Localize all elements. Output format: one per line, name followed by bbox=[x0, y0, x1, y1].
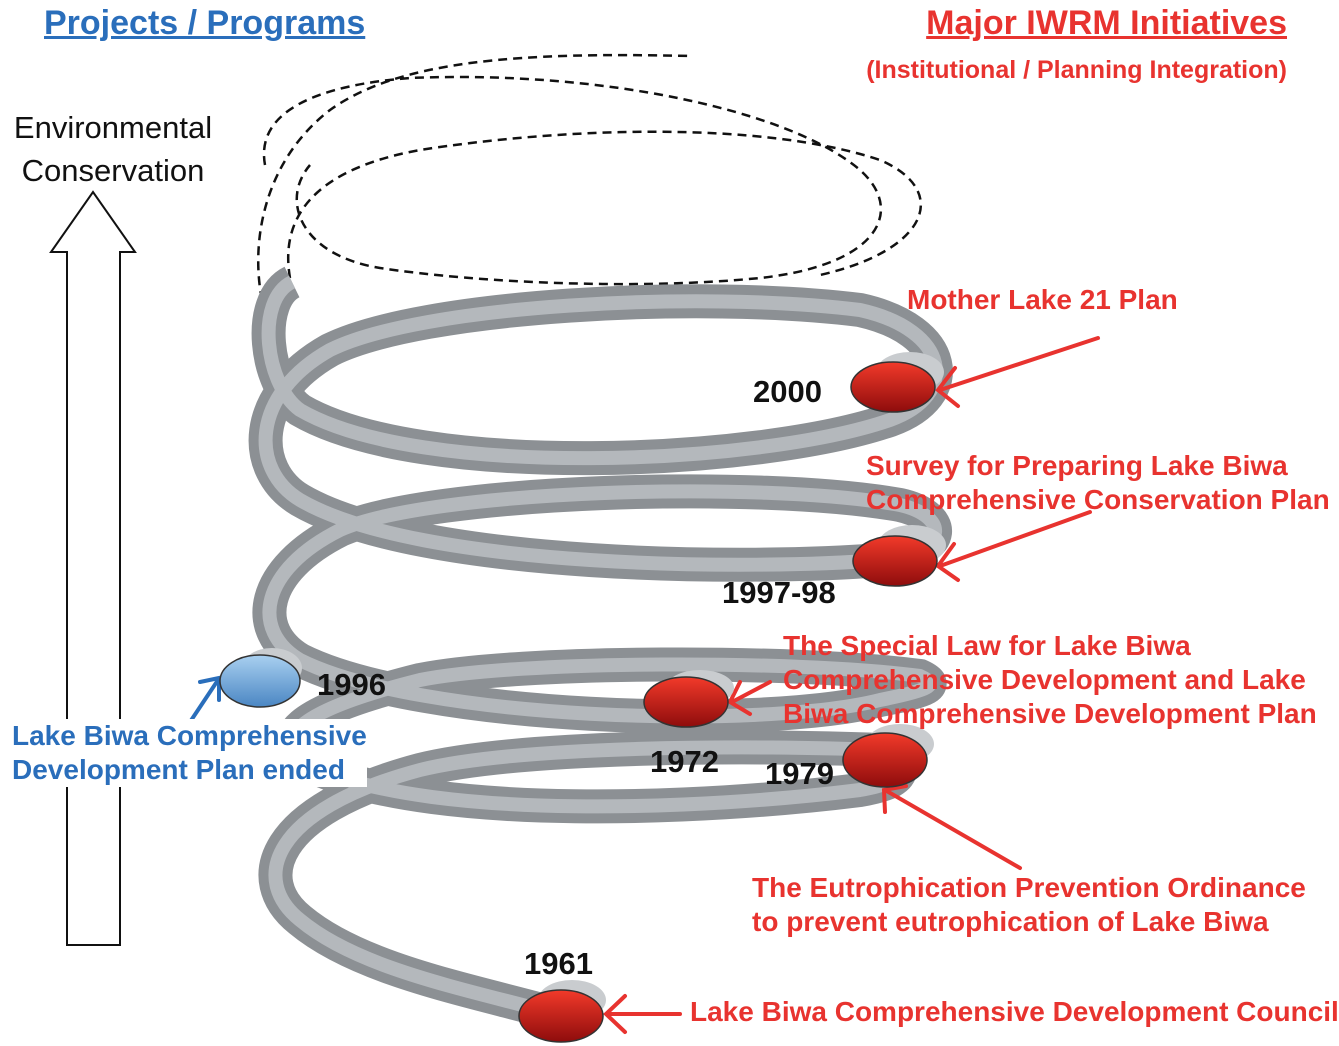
iwrm-header: Major IWRM Initiatives bbox=[926, 4, 1287, 42]
event-1972-line3: Biwa Comprehensive Development Plan bbox=[783, 698, 1317, 729]
year-1972: 1972 bbox=[650, 744, 719, 779]
projects-header: Projects / Programs bbox=[44, 4, 366, 42]
event-1997-98-line2: Comprehensive Conservation Plan bbox=[866, 484, 1330, 515]
arrow-1997-98 bbox=[935, 510, 1092, 582]
node-1961 bbox=[518, 989, 604, 1043]
event-1996-line2: Development Plan ended bbox=[12, 754, 345, 785]
node-2000 bbox=[850, 361, 936, 413]
event-1972: The Special Law for Lake Biwa Comprehens… bbox=[783, 629, 1317, 731]
axis-label-line2: Conservation bbox=[21, 153, 205, 188]
iwrm-subheader: (Institutional / Planning Integration) bbox=[866, 56, 1287, 84]
event-1979-line1: The Eutrophication Prevention Ordinance bbox=[752, 872, 1306, 903]
year-1996: 1996 bbox=[317, 667, 386, 702]
event-1972-line1: The Special Law for Lake Biwa bbox=[783, 630, 1191, 661]
event-1997-98-line1: Survey for Preparing Lake Biwa bbox=[866, 450, 1288, 481]
node-1996 bbox=[219, 654, 301, 708]
event-1961: Lake Biwa Comprehensive Development Coun… bbox=[690, 995, 1339, 1029]
arrow-1979 bbox=[881, 784, 1022, 870]
event-2000: Mother Lake 21 Plan bbox=[907, 283, 1178, 317]
future-spiral-dashed bbox=[256, 53, 923, 301]
event-1972-line2: Comprehensive Development and Lake bbox=[783, 664, 1306, 695]
event-1997-98: Survey for Preparing Lake Biwa Comprehen… bbox=[866, 449, 1330, 517]
arrow-1961 bbox=[603, 994, 682, 1034]
event-2000-line: Mother Lake 21 Plan bbox=[907, 284, 1178, 315]
conservation-arrow bbox=[49, 190, 137, 946]
year-2000: 2000 bbox=[753, 374, 822, 409]
axis-label: Environmental Conservation bbox=[8, 106, 218, 192]
milestone-nodes bbox=[219, 352, 946, 1043]
year-1997-98: 1997-98 bbox=[722, 575, 836, 610]
event-1979-line2: to prevent eutrophication of Lake Biwa bbox=[752, 906, 1269, 937]
axis-label-line1: Environmental bbox=[13, 110, 213, 145]
year-1979: 1979 bbox=[765, 756, 834, 791]
node-1972 bbox=[643, 676, 729, 728]
event-1961-line: Lake Biwa Comprehensive Development Coun… bbox=[690, 996, 1339, 1027]
node-1997-98 bbox=[852, 535, 938, 587]
event-1996-line1: Lake Biwa Comprehensive bbox=[12, 720, 367, 751]
arrow-1972 bbox=[727, 680, 772, 716]
arrow-2000 bbox=[935, 336, 1100, 408]
node-1979 bbox=[842, 732, 928, 788]
year-1961: 1961 bbox=[524, 946, 593, 981]
event-1996: Lake Biwa Comprehensive Development Plan… bbox=[12, 719, 367, 787]
event-1979: The Eutrophication Prevention Ordinance … bbox=[752, 871, 1306, 939]
